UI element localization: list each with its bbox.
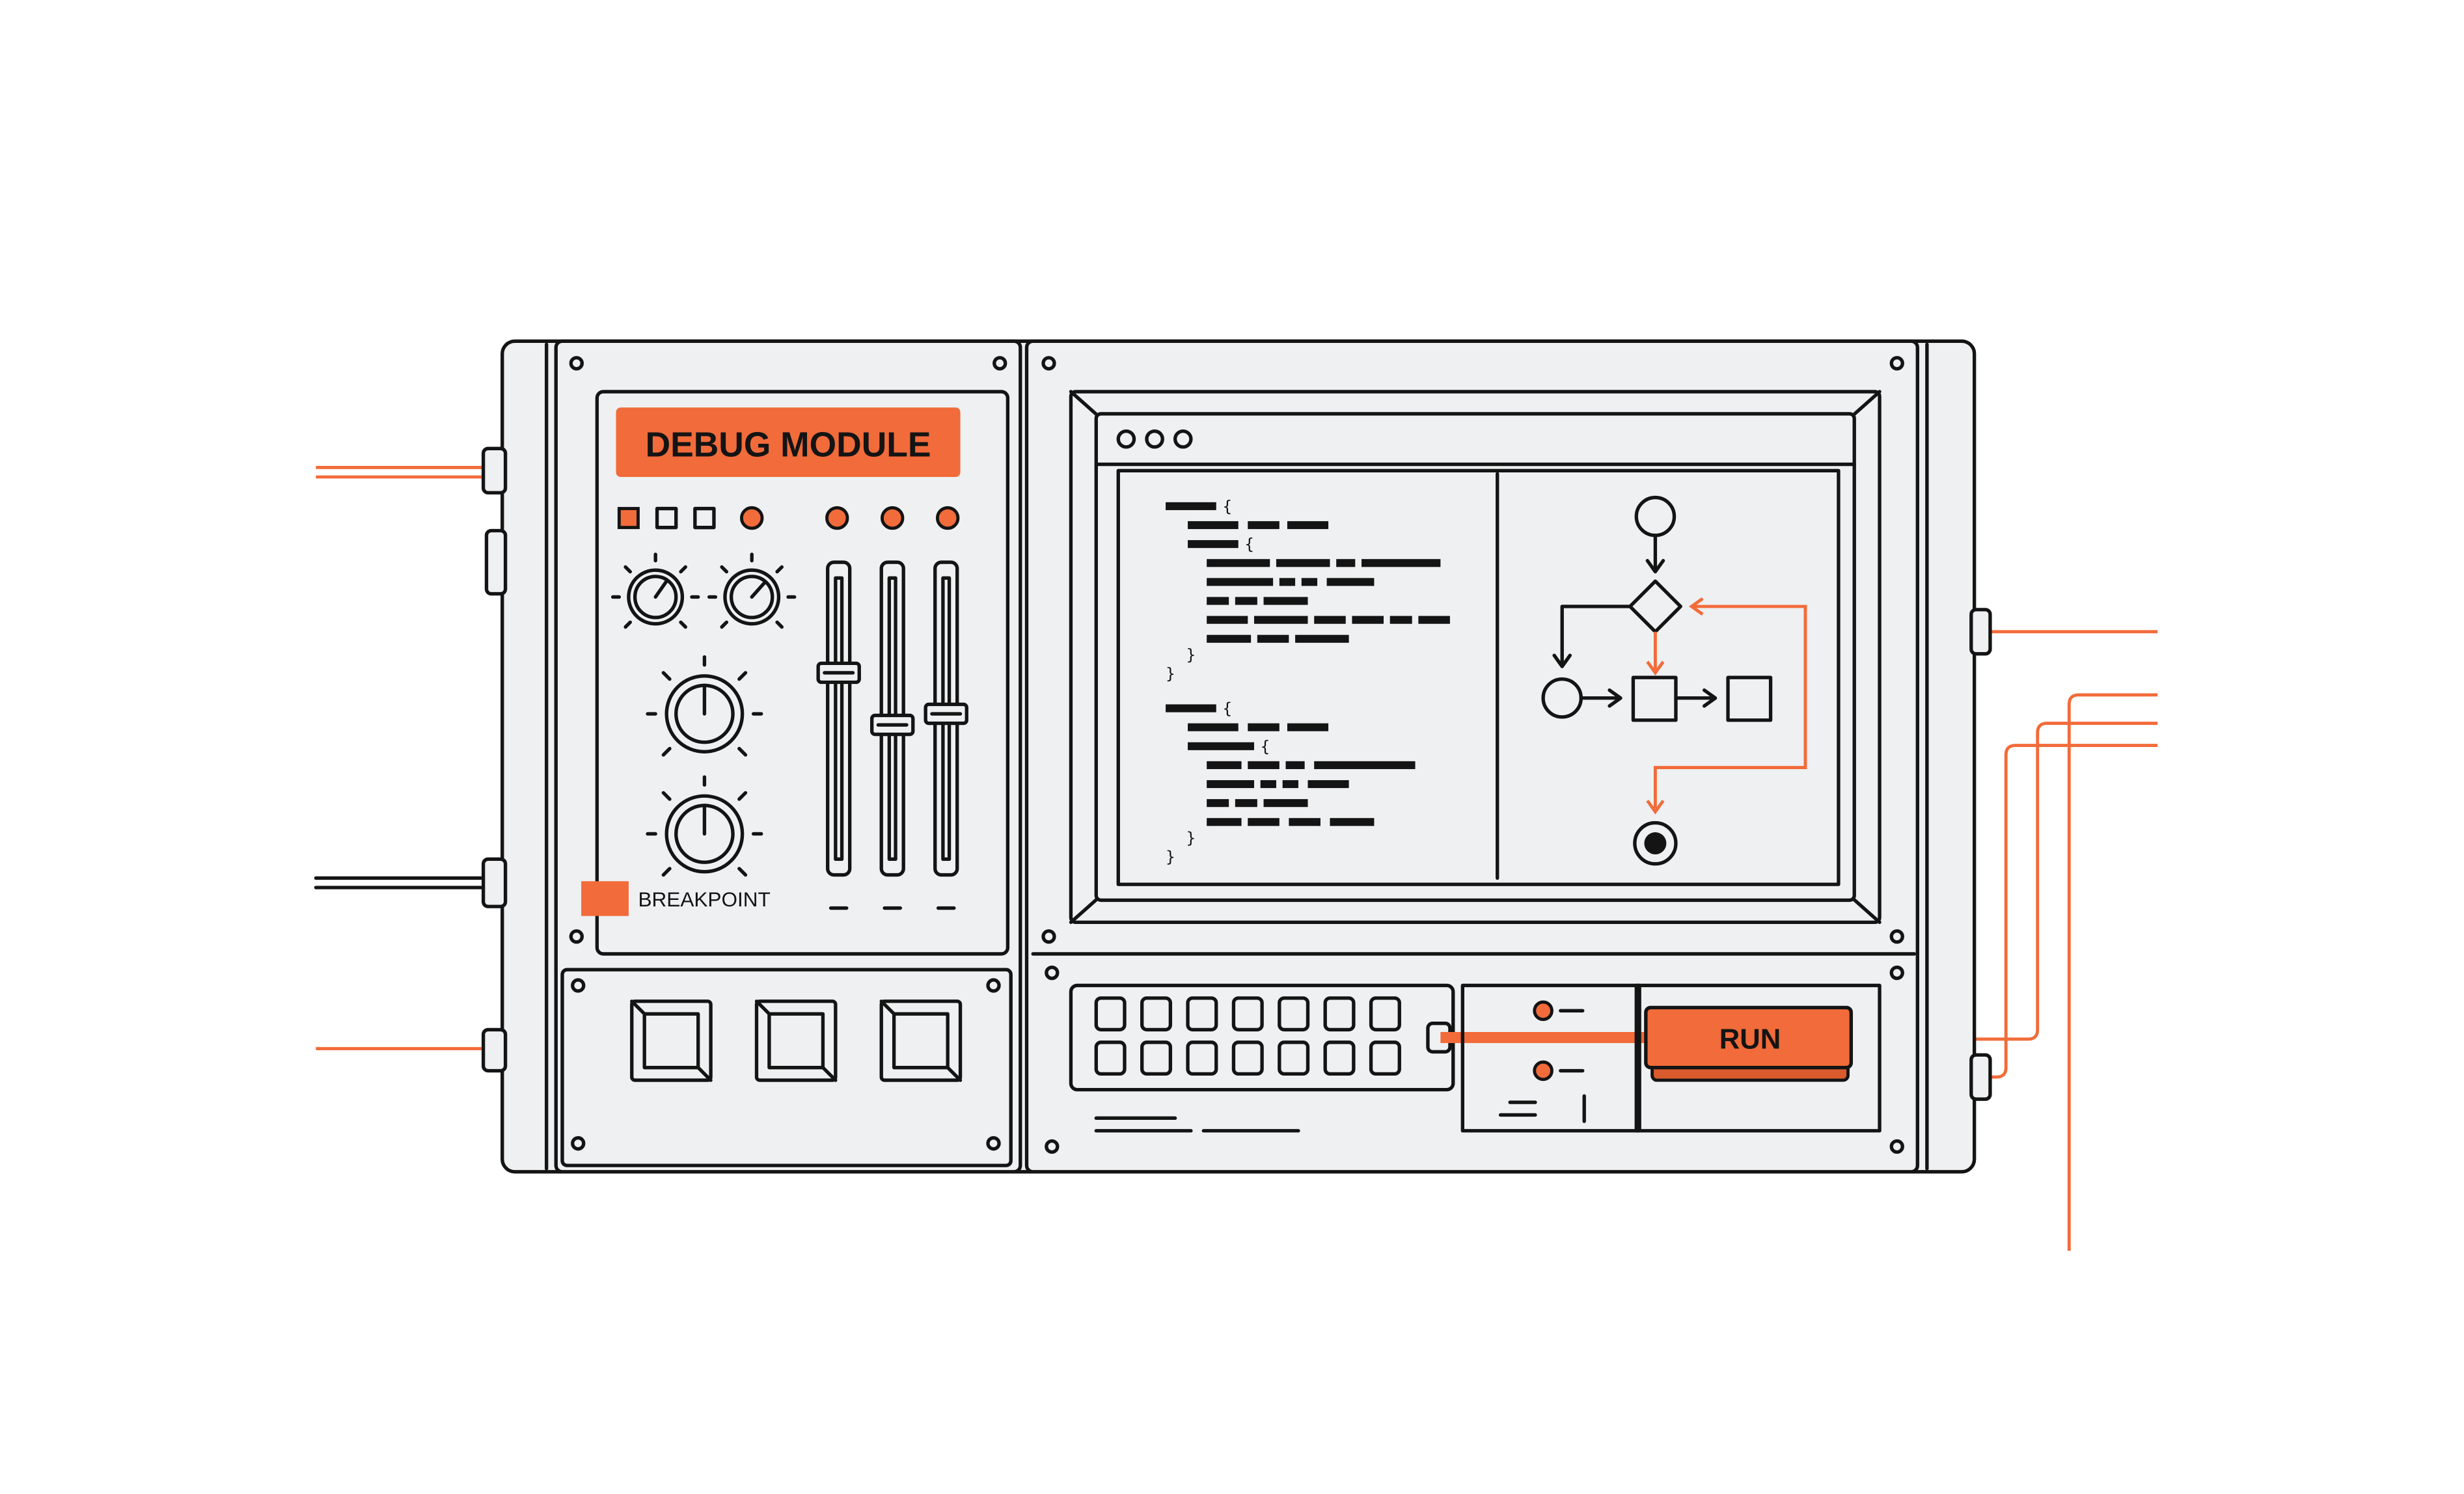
- led-indicator: [881, 506, 905, 530]
- keypad-key[interactable]: [1186, 1040, 1218, 1076]
- indicator-square-off: [655, 506, 678, 530]
- code-pane: { { } } { { } }: [1166, 496, 1450, 866]
- right-jack-top: [1969, 608, 1992, 656]
- window-dot-icon: [1116, 429, 1136, 449]
- module-title-plate: [616, 407, 961, 477]
- svg-text:}: }: [1186, 645, 1196, 664]
- run-button-label: RUN: [1719, 1024, 1781, 1055]
- knob-large-1[interactable]: [646, 655, 763, 757]
- right-wires: [1870, 630, 2158, 1251]
- push-button-2[interactable]: [754, 999, 838, 1082]
- led-indicator: [740, 506, 764, 530]
- flowchart-pane: [1541, 495, 1807, 866]
- keypad-key[interactable]: [1369, 996, 1401, 1032]
- push-button-3[interactable]: [879, 999, 963, 1082]
- indicator-square-on: [617, 507, 640, 530]
- fader-3[interactable]: [924, 560, 968, 910]
- svg-text:{: {: [1222, 496, 1232, 515]
- flow-process-icon: [1726, 675, 1773, 722]
- keypad-key[interactable]: [1094, 996, 1127, 1032]
- keypad-key[interactable]: [1323, 996, 1356, 1032]
- keypad-key[interactable]: [1186, 996, 1218, 1032]
- left-wires: [314, 466, 486, 1050]
- window-dot-icon: [1173, 429, 1193, 449]
- svg-text:}: }: [1166, 847, 1175, 866]
- left-jack-bottom: [481, 1027, 508, 1073]
- keypad: [1069, 983, 1455, 1092]
- keypad-key[interactable]: [1140, 1040, 1173, 1076]
- svg-text:{: {: [1261, 737, 1270, 755]
- keypad-key[interactable]: [1094, 1040, 1127, 1076]
- keypad-key[interactable]: [1231, 996, 1264, 1032]
- fader-1[interactable]: [816, 560, 861, 910]
- keypad-key[interactable]: [1278, 1040, 1310, 1076]
- svg-text:{: {: [1222, 699, 1232, 718]
- breakpoint-indicator[interactable]: [581, 881, 629, 916]
- run-button-bay: [1634, 983, 1882, 1133]
- keypad-key[interactable]: [1278, 996, 1310, 1032]
- svg-text:{: {: [1244, 535, 1254, 554]
- push-button-1[interactable]: [630, 999, 713, 1082]
- right-jack-bottom: [1969, 1053, 1992, 1101]
- flow-end-icon: [1633, 821, 1678, 866]
- keypad-key[interactable]: [1231, 1040, 1264, 1076]
- status-cluster: [1460, 983, 1641, 1133]
- module-title: DEBUG MODULE: [646, 426, 931, 464]
- fader-2[interactable]: [869, 560, 915, 910]
- monitor-screen: [1094, 412, 1856, 903]
- right-module: { { } } { { } }: [1024, 339, 1919, 1174]
- knob-large-2[interactable]: [646, 775, 763, 877]
- status-led: [1533, 1060, 1554, 1081]
- knob-small-2[interactable]: [707, 552, 797, 629]
- keypad-key[interactable]: [1323, 1040, 1356, 1076]
- keypad-key[interactable]: [1369, 1040, 1401, 1076]
- run-button[interactable]: RUN: [1644, 1005, 1854, 1082]
- left-module: DEBUG MODULE: [554, 339, 1022, 1174]
- led-indicator: [825, 506, 849, 530]
- left-jack-top: [481, 446, 508, 495]
- led-indicator: [935, 506, 960, 530]
- svg-text:}: }: [1166, 664, 1175, 683]
- svg-text:}: }: [1186, 828, 1196, 847]
- status-led: [1533, 1000, 1554, 1022]
- breakpoint-label: BREAKPOINT: [638, 888, 770, 911]
- left-jack-middle: [481, 857, 508, 908]
- keypad-key[interactable]: [1140, 996, 1173, 1032]
- knob-small-1[interactable]: [610, 552, 700, 629]
- indicator-square-off: [693, 506, 716, 530]
- window-dot-icon: [1145, 429, 1164, 449]
